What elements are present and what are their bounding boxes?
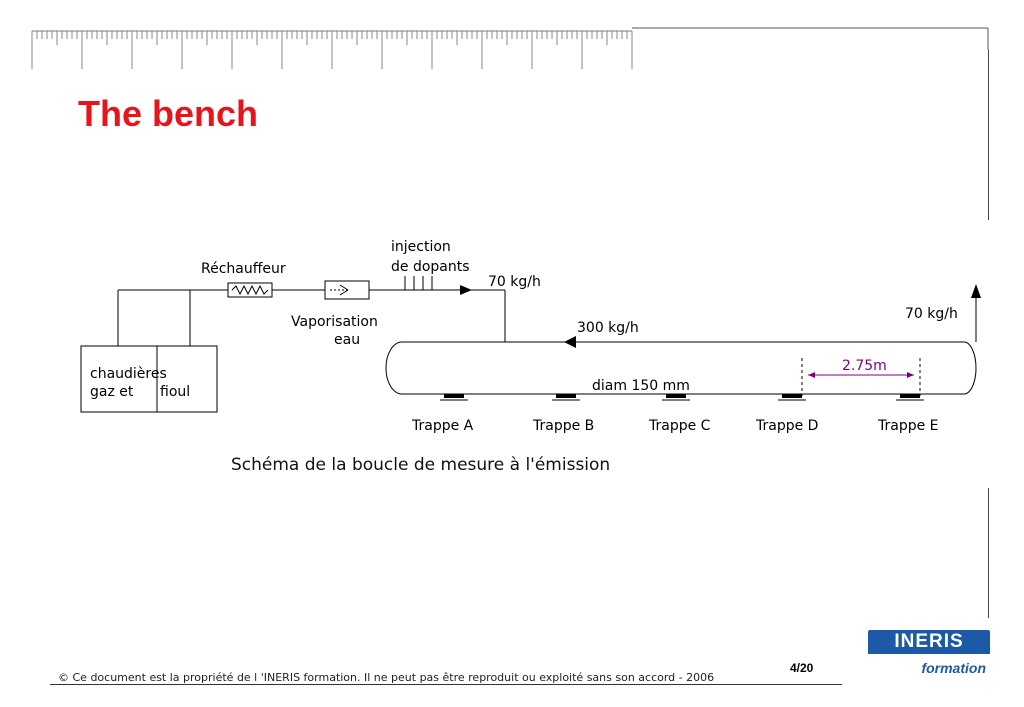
trap-a-port — [444, 394, 464, 398]
trap-e-port — [900, 394, 920, 398]
flow-out-label: 70 kg/h — [905, 306, 958, 322]
footer-copyright: © Ce document est la propriété de l 'INE… — [58, 671, 715, 684]
trap-b-port — [556, 394, 576, 398]
trap-d-port — [782, 394, 802, 398]
boiler-2 — [156, 345, 218, 413]
trap-e-label: Trappe E — [877, 418, 939, 434]
injection-label-2: de dopants — [391, 259, 470, 275]
loop-flow-label: 300 kg/h — [577, 320, 639, 336]
trap-c-label: Trappe C — [648, 418, 711, 434]
logo-subtitle: formation — [921, 660, 986, 676]
slide-title: The bench — [78, 93, 259, 134]
heater-label: Réchauffeur — [201, 261, 286, 277]
trap-a-label: Trappe A — [411, 418, 474, 434]
injection-label-1: injection — [391, 239, 451, 255]
ruler — [31, 27, 989, 69]
trap-b-label: Trappe B — [532, 418, 594, 434]
trap-c-port — [666, 394, 686, 398]
loop-arrow — [564, 336, 576, 348]
inlet-arrow — [460, 285, 472, 295]
boiler-1-label-line-2: gaz et — [90, 384, 134, 400]
logo-wordmark: INERIS — [868, 630, 990, 654]
vaporisation-label-1: Vaporisation — [291, 314, 378, 330]
page-number: 4/20 — [790, 661, 814, 675]
diameter-label: diam 150 mm — [592, 378, 690, 394]
trap-d-label: Trappe D — [755, 418, 818, 434]
flow-in-label: 70 kg/h — [488, 274, 541, 290]
right-border-line — [988, 50, 989, 220]
measurement-loop — [385, 341, 977, 395]
boiler-2-label-line-2: fioul — [160, 384, 190, 400]
right-border-line — [988, 488, 989, 618]
ineris-logo: INERIS formation — [856, 630, 990, 680]
vaporisation-label-2: eau — [334, 332, 360, 348]
distance-label: 2.75m — [842, 358, 887, 374]
diagram-caption: Schéma de la boucle de mesure à l'émissi… — [231, 455, 611, 475]
outlet-arrow — [971, 284, 981, 298]
footer-divider — [50, 684, 842, 685]
boiler-1-label-line-1: chaudières — [90, 366, 167, 382]
